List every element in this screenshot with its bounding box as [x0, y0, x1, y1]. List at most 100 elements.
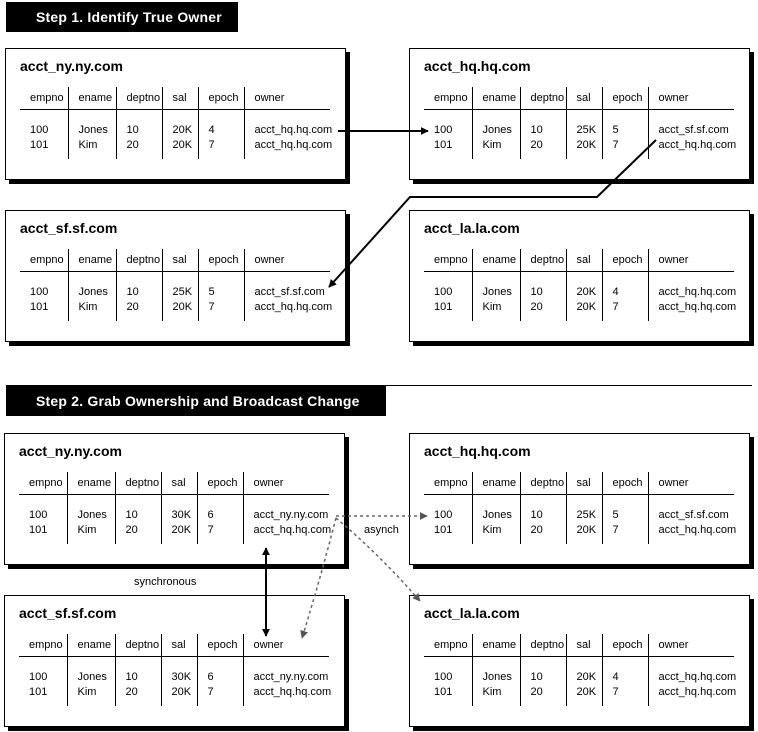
column-header: epoch	[196, 634, 243, 657]
column-header: empno	[20, 87, 68, 110]
table-cell: Jones	[471, 109, 520, 139]
table-cell: 10	[114, 494, 161, 524]
column-header: sal	[160, 472, 197, 495]
table-cell: Jones	[67, 109, 116, 139]
table-cell: 7	[197, 301, 244, 321]
column-header: deptno	[519, 472, 566, 495]
column-header: empno	[19, 472, 67, 495]
table-cell: 20K	[565, 271, 602, 301]
table-cell: 25K	[161, 271, 198, 301]
db-title: acct_sf.sf.com	[19, 605, 117, 621]
column-header: ename	[66, 634, 115, 657]
column-header: owner	[242, 472, 329, 495]
table-cell: acct_hq.hq.com	[243, 139, 332, 159]
db-title: acct_la.la.com	[424, 605, 520, 621]
db-title: acct_sf.sf.com	[20, 220, 118, 236]
table-cell: 101	[434, 139, 453, 151]
table-cell: Jones	[471, 494, 520, 524]
table-cell: 20K	[161, 139, 198, 159]
table-cell: 101	[434, 686, 453, 698]
table-cell: 10	[519, 271, 566, 301]
table-cell: Kim	[471, 524, 520, 544]
column-header: epoch	[196, 472, 243, 495]
column-header: epoch	[197, 249, 244, 272]
table-cell: 101	[30, 139, 49, 151]
column-header: epoch	[601, 87, 648, 110]
table-cell: 10	[519, 494, 566, 524]
step1-header: Step 1. Identify True Owner	[6, 2, 238, 32]
table-cell: 20	[519, 686, 566, 706]
table-cell: 7	[601, 686, 648, 706]
db-title: acct_ny.ny.com	[19, 443, 122, 459]
table-cell: 20K	[160, 524, 197, 544]
table-cell: acct_hq.hq.com	[242, 686, 331, 706]
table-cell: acct_hq.hq.com	[647, 686, 736, 706]
table-cell: Kim	[66, 686, 115, 706]
table-cell: 100	[434, 285, 453, 298]
table-cell: 20	[519, 524, 566, 544]
table-cell: 4	[601, 656, 648, 686]
table-cell: 20K	[565, 301, 602, 321]
table-cell: 5	[601, 109, 648, 139]
table-cell: 100	[434, 670, 453, 683]
column-header: sal	[565, 87, 602, 110]
table-cell: Kim	[471, 139, 520, 159]
table-cell: 5	[197, 271, 244, 301]
table-cell: acct_hq.hq.com	[243, 301, 332, 321]
table-cell: 30K	[160, 656, 197, 686]
column-header: ename	[471, 472, 520, 495]
step1-title: Step 1. Identify True Owner	[36, 9, 222, 25]
table-cell: 20K	[161, 301, 198, 321]
column-header: empno	[424, 249, 472, 272]
table-cell: 4	[601, 271, 648, 301]
column-header: empno	[424, 634, 472, 657]
column-header: deptno	[519, 87, 566, 110]
table-cell: 20	[519, 301, 566, 321]
column-header: ename	[67, 249, 116, 272]
column-header: owner	[243, 249, 330, 272]
table-cell: 100	[434, 123, 453, 136]
column-header: owner	[243, 87, 330, 110]
column-header: empno	[424, 472, 472, 495]
db-title: acct_hq.hq.com	[424, 443, 531, 459]
table-cell: 6	[196, 494, 243, 524]
table-cell: 7	[196, 524, 243, 544]
column-header: sal	[565, 472, 602, 495]
table-cell: acct_hq.hq.com	[243, 109, 332, 139]
table-cell: Jones	[471, 656, 520, 686]
column-header: owner	[647, 472, 734, 495]
column-header: deptno	[519, 249, 566, 272]
table-cell: acct_ny.ny.com	[242, 656, 329, 686]
table-cell: 7	[196, 686, 243, 706]
column-header: owner	[647, 87, 734, 110]
table-cell: Kim	[67, 301, 116, 321]
table-cell: 4	[197, 109, 244, 139]
table-cell: acct_hq.hq.com	[647, 524, 736, 544]
step2-title: Step 2. Grab Ownership and Broadcast Cha…	[36, 393, 360, 409]
table-cell: 6	[196, 656, 243, 686]
table-cell: acct_hq.hq.com	[647, 271, 736, 301]
table-cell: 10	[115, 271, 162, 301]
table-cell: 100	[29, 508, 48, 521]
column-header: empno	[20, 249, 68, 272]
column-header: ename	[471, 87, 520, 110]
column-header: epoch	[601, 634, 648, 657]
column-header: ename	[471, 634, 520, 657]
table-cell: acct_sf.sf.com	[647, 494, 734, 524]
table-cell: 7	[601, 301, 648, 321]
